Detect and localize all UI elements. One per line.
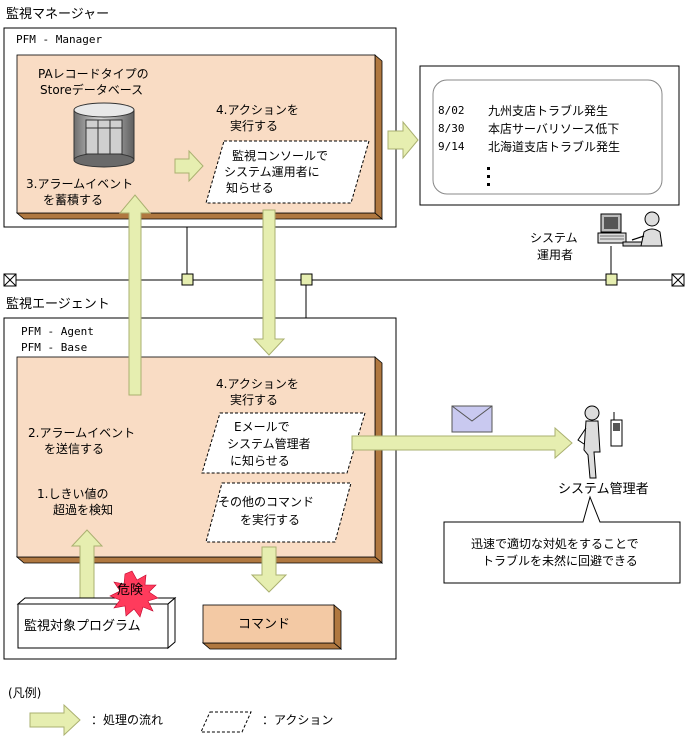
console-action-line1: 監視コンソールで <box>232 149 329 163</box>
admin-note-line1: 迅速で適切な対処をすることで <box>471 537 639 551</box>
ellipsis-dots <box>487 167 490 186</box>
admin-callout <box>443 495 681 584</box>
store-label-line1: PAレコードタイプの <box>38 67 149 81</box>
email-action-line1: Eメールで <box>234 420 290 434</box>
agent-action-label-line1: 4.アクションを <box>216 377 299 391</box>
detect-label-line2: 超過を検知 <box>53 503 114 517</box>
send-label-line1: 2.アラームイベント <box>28 426 136 440</box>
admin-note-line2: トラブルを未然に回避できる <box>482 554 638 568</box>
store-label-line2: Storeデータベース <box>40 83 144 97</box>
console-action-shape <box>205 140 370 204</box>
danger-burst-icon <box>109 570 159 618</box>
console-screen <box>432 79 663 195</box>
legend-action-label: ：アクション <box>262 713 334 727</box>
agent-box-label2: PFM - Base <box>21 341 88 354</box>
admin-person-icon <box>577 405 601 479</box>
other-command-line2: を実行する <box>240 513 301 527</box>
envelope-icon <box>451 405 493 433</box>
other-command-line1: その他のコマンド <box>218 495 315 509</box>
manager-action-label-line1: 4.アクションを <box>216 103 299 117</box>
danger-label: 危険 <box>117 583 144 598</box>
flow-arrow-to-console-screen <box>387 120 419 160</box>
operator-computer-icon <box>597 213 658 247</box>
database-icon <box>73 102 135 168</box>
flow-arrow-db-to-action <box>174 149 204 183</box>
other-command-action-shape <box>205 482 352 543</box>
mobile-phone-icon <box>610 412 623 447</box>
manager-section-label: 監視マネージャー <box>6 7 110 22</box>
monitored-program-label: 監視対象プログラム <box>24 619 141 634</box>
operator-person-icon <box>631 211 663 247</box>
agent-box-label1: PFM - Agent <box>21 325 94 338</box>
console-action-line3: 知らせる <box>226 181 274 195</box>
monitored-program-box <box>16 596 177 650</box>
agent-section-label: 監視エージェント <box>6 297 110 312</box>
email-action-line3: に知らせる <box>230 454 290 468</box>
console-row-date: 9/14 <box>438 140 465 153</box>
send-label-line2: を送信する <box>44 442 105 456</box>
admin-label: システム管理者 <box>558 482 649 497</box>
command-label: コマンド <box>238 617 291 632</box>
console-action-line2: システム運用者に <box>224 165 320 179</box>
legend-flow-arrow <box>29 703 81 737</box>
manager-box-label: PFM - Manager <box>16 33 103 46</box>
legend-flow-label: ：処理の流れ <box>91 713 164 727</box>
operator-label-line2: 運用者 <box>537 248 574 262</box>
command-box <box>201 604 343 650</box>
console-row-date: 8/02 <box>438 104 465 117</box>
flow-arrow-to-admin <box>351 426 573 460</box>
accumulate-label-line1: 3.アラームイベント <box>26 177 134 191</box>
legend-title: (凡例) <box>8 686 42 700</box>
email-action-shape <box>201 412 366 474</box>
flow-arrow-alarm-send <box>118 194 152 396</box>
accumulate-label-line2: を蓄積する <box>43 193 104 207</box>
flow-arrow-to-command <box>250 546 288 593</box>
console-row-text: 北海道支店トラブル発生 <box>488 140 621 154</box>
agent-action-label-line2: 実行する <box>230 393 279 407</box>
network-line <box>3 227 685 318</box>
detect-label-line1: 1.しきい値の <box>37 487 109 501</box>
operator-label-line1: システム <box>530 231 578 245</box>
flow-arrow-action-request <box>252 209 286 356</box>
console-row-text: 本店サーバリソース低下 <box>488 122 620 136</box>
manager-action-label-line2: 実行する <box>230 119 279 133</box>
email-action-line2: システム管理者 <box>227 437 311 451</box>
flow-arrow-detect <box>70 529 104 606</box>
console-row-date: 8/30 <box>438 122 465 135</box>
console-row-text: 九州支店トラブル発生 <box>488 104 609 118</box>
legend-action-shape <box>200 711 252 733</box>
